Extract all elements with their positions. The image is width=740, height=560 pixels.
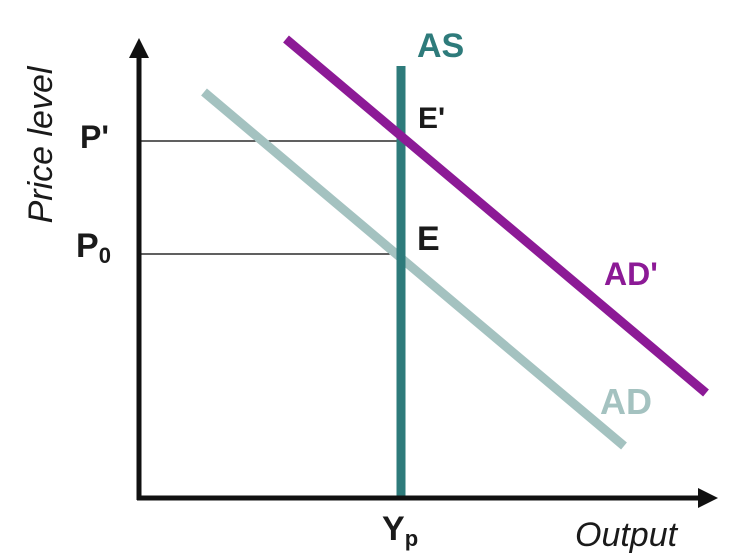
e-label: E — [417, 220, 440, 258]
as-label: AS — [417, 27, 465, 65]
p0-label-subscript: 0 — [98, 243, 111, 268]
x-axis-title: Output — [575, 516, 678, 554]
yp-label: Yp — [382, 510, 418, 550]
ad-label: AD — [600, 381, 652, 422]
p-prime-label: P' — [80, 119, 109, 155]
p0-label-main: P — [76, 227, 99, 265]
ad-prime-curve — [283, 35, 709, 397]
ad-curve — [201, 88, 627, 450]
p0-label: P0 — [76, 227, 111, 267]
ad-prime-label: AD' — [604, 256, 658, 292]
x-axis-arrowhead — [698, 488, 718, 508]
e-prime-label: E' — [418, 102, 446, 135]
y-axis-title: Price level — [22, 66, 60, 224]
y-axis-arrowhead — [129, 38, 149, 58]
yp-label-main: Y — [382, 510, 405, 548]
yp-label-subscript: p — [404, 526, 419, 551]
